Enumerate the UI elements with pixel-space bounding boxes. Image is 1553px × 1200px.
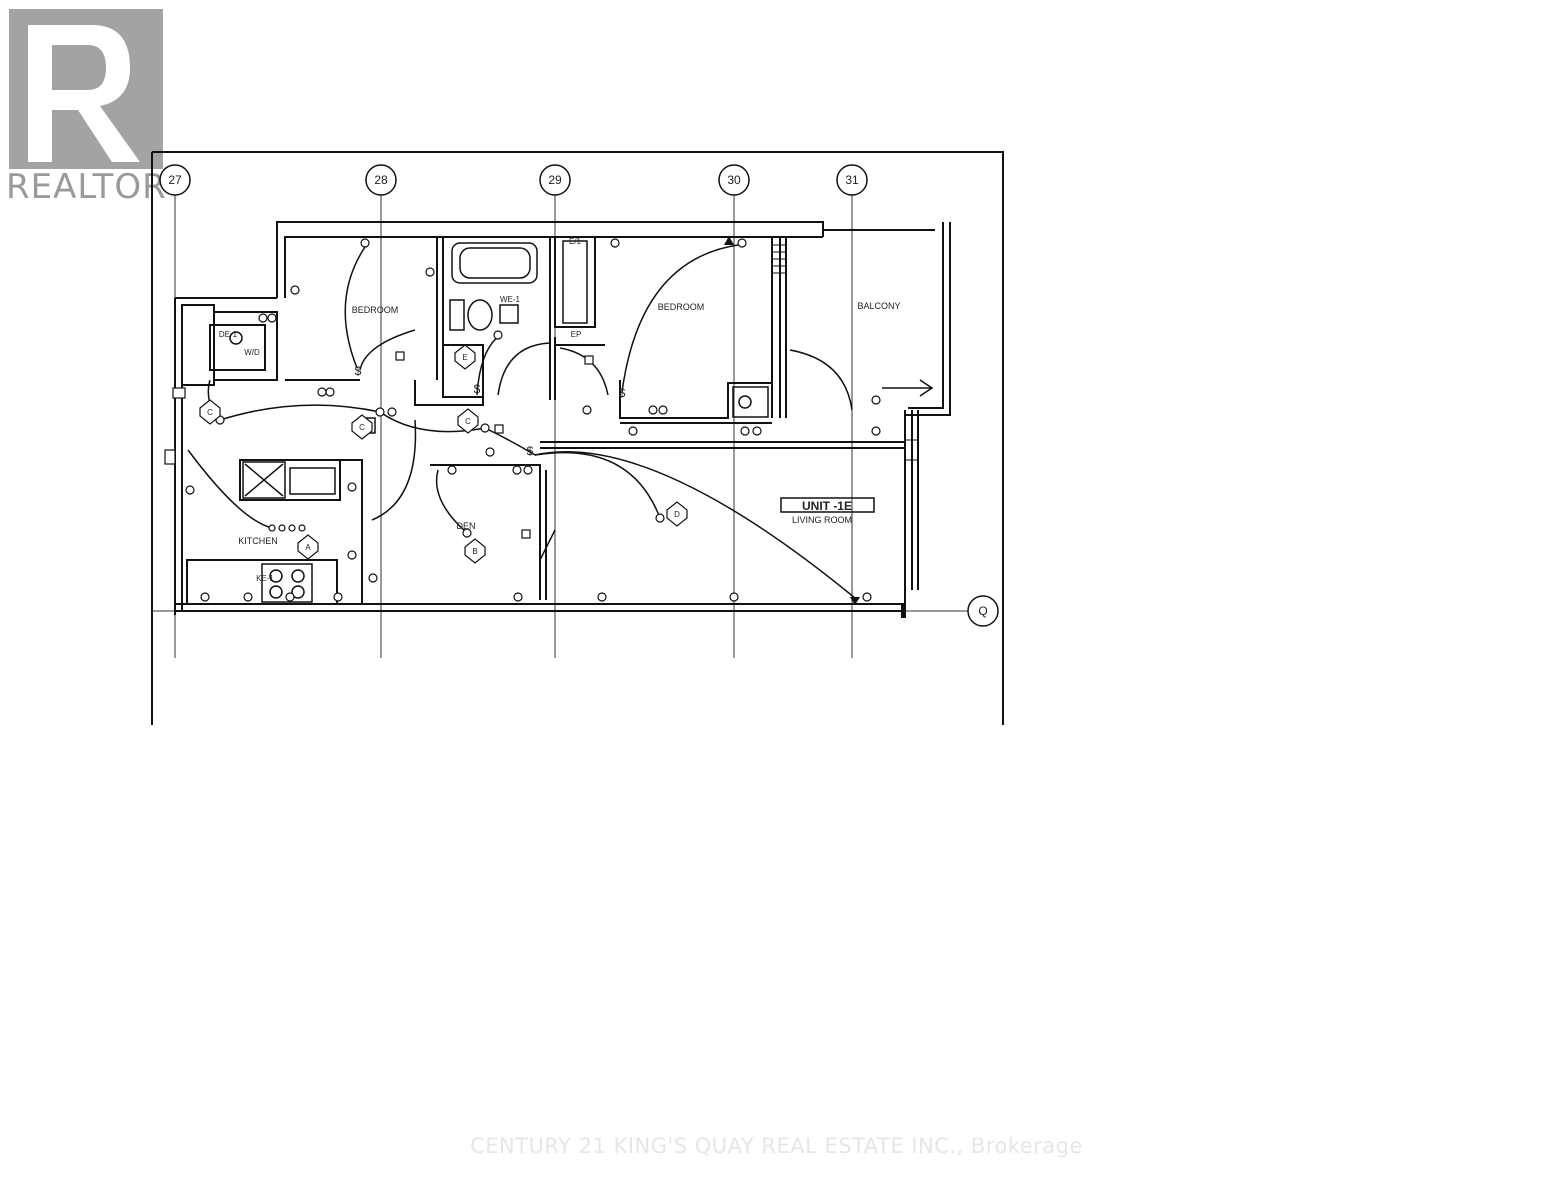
stack-washer [732,386,769,418]
brokerage-watermark: CENTURY 21 KING'S QUAY REAL ESTATE INC.,… [470,1134,1083,1158]
tag-text-d: D [674,510,680,519]
tag-a [297,534,319,560]
realtor-logo-text: REALTOR [6,167,167,207]
grid-label-27: 27 [168,173,182,187]
tag-c-1 [199,399,221,425]
grid-bubble-29 [539,164,571,196]
tag-text-c-1: C [207,408,213,417]
unit-label: UNIT -1E [802,499,852,513]
grid-bubbles [159,164,999,627]
grid-lines [152,193,968,658]
grid-label-31: 31 [845,173,859,187]
room-label-den: DEN [456,521,475,531]
door-swings [359,329,853,561]
tag-text-b: B [472,547,477,556]
realtor-logo[interactable]: REALTOR [0,0,170,215]
room-label-balcony: BALCONY [857,301,900,311]
toilet-tank [449,299,465,331]
room-label-kitchen: KITCHEN [238,536,278,546]
bathtub-basin [459,247,531,279]
tag-c-2 [351,414,373,440]
fixture-label-e1: E/1 [569,237,582,246]
bathtub [451,242,538,284]
water-heater [499,304,519,324]
drawing-frame [151,151,1004,725]
tag-text-e: E [462,353,467,362]
electrical-panel [562,240,588,324]
cooktop [261,563,313,603]
thermostat-up-icon [724,236,734,245]
tag-b [464,538,486,564]
svg-text:$: $ [619,386,626,400]
balcony-hatch [772,244,918,461]
fixture-label-wd: W/D [244,348,260,357]
grid-label-30: 30 [727,173,741,187]
circuit-runs [187,244,856,599]
fixture-label-ke1: KE-1 [256,574,274,583]
tag-text-c-3: C [465,417,471,426]
thermostat-down-icon [850,597,860,605]
fridge [242,461,286,499]
grid-bubble-q [967,595,999,627]
tag-e [454,344,476,370]
toilet [467,299,493,331]
tag-c-3 [457,408,479,434]
grid-label-q: Q [978,604,987,618]
svg-text:$: $ [474,382,481,396]
svg-text:$: $ [527,444,534,458]
tag-d [666,501,688,527]
fixture-label-de1: DE-1 [219,330,238,339]
grid-label-28: 28 [374,173,388,187]
balcony-arrow-icon [882,379,934,397]
washer-dryer [229,331,243,345]
unit-label-box [780,497,875,513]
outlets [164,238,881,602]
fixtures [229,240,769,603]
realtor-r-logo-icon [9,9,163,169]
svg-text:$: $ [355,364,362,378]
room-label-bedroom-1: BEDROOM [352,305,399,315]
fixture-label-we1: WE-1 [500,295,521,304]
grid-label-29: 29 [548,173,562,187]
grid-bubble-27 [159,164,191,196]
kitchen-sink [289,467,336,495]
grid-bubble-30 [718,164,750,196]
room-label-bedroom-2: BEDROOM [658,302,705,312]
grid-bubble-28 [365,164,397,196]
grid-bubble-31 [836,164,868,196]
fixture-label-ep: EP [571,330,582,339]
tag-text-a: A [305,543,311,552]
walls [174,221,951,615]
tag-text-c-2: C [359,423,365,432]
tags [199,344,688,564]
room-label-living-room: LIVING ROOM [792,515,852,525]
